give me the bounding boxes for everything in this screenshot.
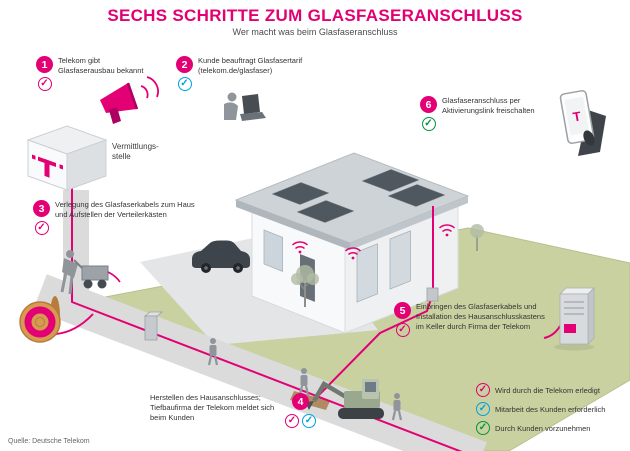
telekom-check-icon [285,414,299,428]
step-number: 2 [176,56,193,73]
car-illustration [192,240,250,273]
laptop-icon [224,92,266,121]
fiber-cable-main [71,188,463,451]
customer-check-icon [476,421,490,435]
legend: Wird durch die Telekom erledigt Mitarbei… [476,383,605,435]
svg-text:T: T [572,108,582,124]
step-number: 6 [420,96,437,113]
distribution-box [143,311,164,341]
step-text: Glasfaseranschluss per Aktivierungslink … [442,96,535,115]
worker-icon [60,250,121,295]
telekom-check-icon [395,323,410,337]
legend-item: Durch Kunden vorzunehmen [476,421,605,435]
tree-illustration [470,224,484,251]
legend-label: Mitarbeit des Kunden erforderlich [495,404,606,414]
legend-item: Mitarbeit des Kunden erforderlich [476,402,605,416]
telekom-check-icon [34,221,49,235]
tree-illustration [291,265,319,307]
person-silhouette [391,393,403,421]
step-number: 5 [394,302,411,319]
step-4: Herstellen des Hausanschlusses; Tiefbauf… [150,393,316,428]
page-subtitle: Wer macht was beim Glasfaseranschluss [232,27,398,37]
megaphone-icon [100,76,159,124]
switching-center-box [26,125,108,191]
step-3: 3 Verlegung des Glasfaserkabels zum Haus… [33,200,203,235]
step-number: 3 [33,200,50,217]
step-number: 4 [292,393,309,410]
customer-assist-check-icon [302,414,316,428]
step-text: Einbringen des Glasfaserkabels und Insta… [416,302,545,331]
wifi-icon [344,247,362,260]
telekom-check-icon [37,77,52,91]
step-1: 1 Telekom gibt Glasfaserausbau bekannt [36,56,186,91]
customer-assist-check-icon [177,77,192,91]
wifi-icon [438,224,456,237]
step-5: 5 Einbringen des Glasfaserkabels und Ins… [394,302,554,337]
legend-label: Durch Kunden vorzunehmen [495,423,591,433]
cable-drum-icon [19,296,94,343]
source-note: Quelle: Deutsche Telekom [8,438,90,445]
step-text: Telekom gibt Glasfaserausbau bekannt [58,56,144,75]
customer-assist-check-icon [476,402,490,416]
telekom-logo [32,154,63,178]
step-text: Kunde beauftragt Glasfasertarif (telekom… [198,56,303,75]
step-6: 6 Glasfaseranschluss per Aktivierungslin… [420,96,554,131]
solar-panels [271,169,446,223]
wifi-icon [291,241,309,254]
legend-label: Wird durch die Telekom erledigt [495,385,600,395]
legend-item: Wird durch die Telekom erledigt [476,383,605,397]
fiber-cable-house-branch [317,292,434,397]
person-silhouette [298,368,310,396]
step-text: Verlegung des Glasfaserkabels zum Haus u… [55,200,195,219]
street [33,274,487,451]
step-number: 1 [36,56,53,73]
telekom-check-icon [476,383,490,397]
step-text: Herstellen des Hausanschlusses; Tiefbauf… [150,393,275,422]
switching-center-label: Vermittlungs-stelle [112,142,159,161]
step-2: 2 Kunde beauftragt Glasfasertarif (telek… [176,56,352,91]
connection-cabinet-icon [543,287,595,351]
customer-check-icon [421,117,436,131]
page-title: SECHS SCHRITTE ZUM GLASFASERANSCHLUSS [107,6,523,25]
excavator-icon [305,379,384,419]
smartphone-icon: T [559,90,606,156]
house-illustration [234,152,470,334]
person-silhouette [207,338,219,366]
